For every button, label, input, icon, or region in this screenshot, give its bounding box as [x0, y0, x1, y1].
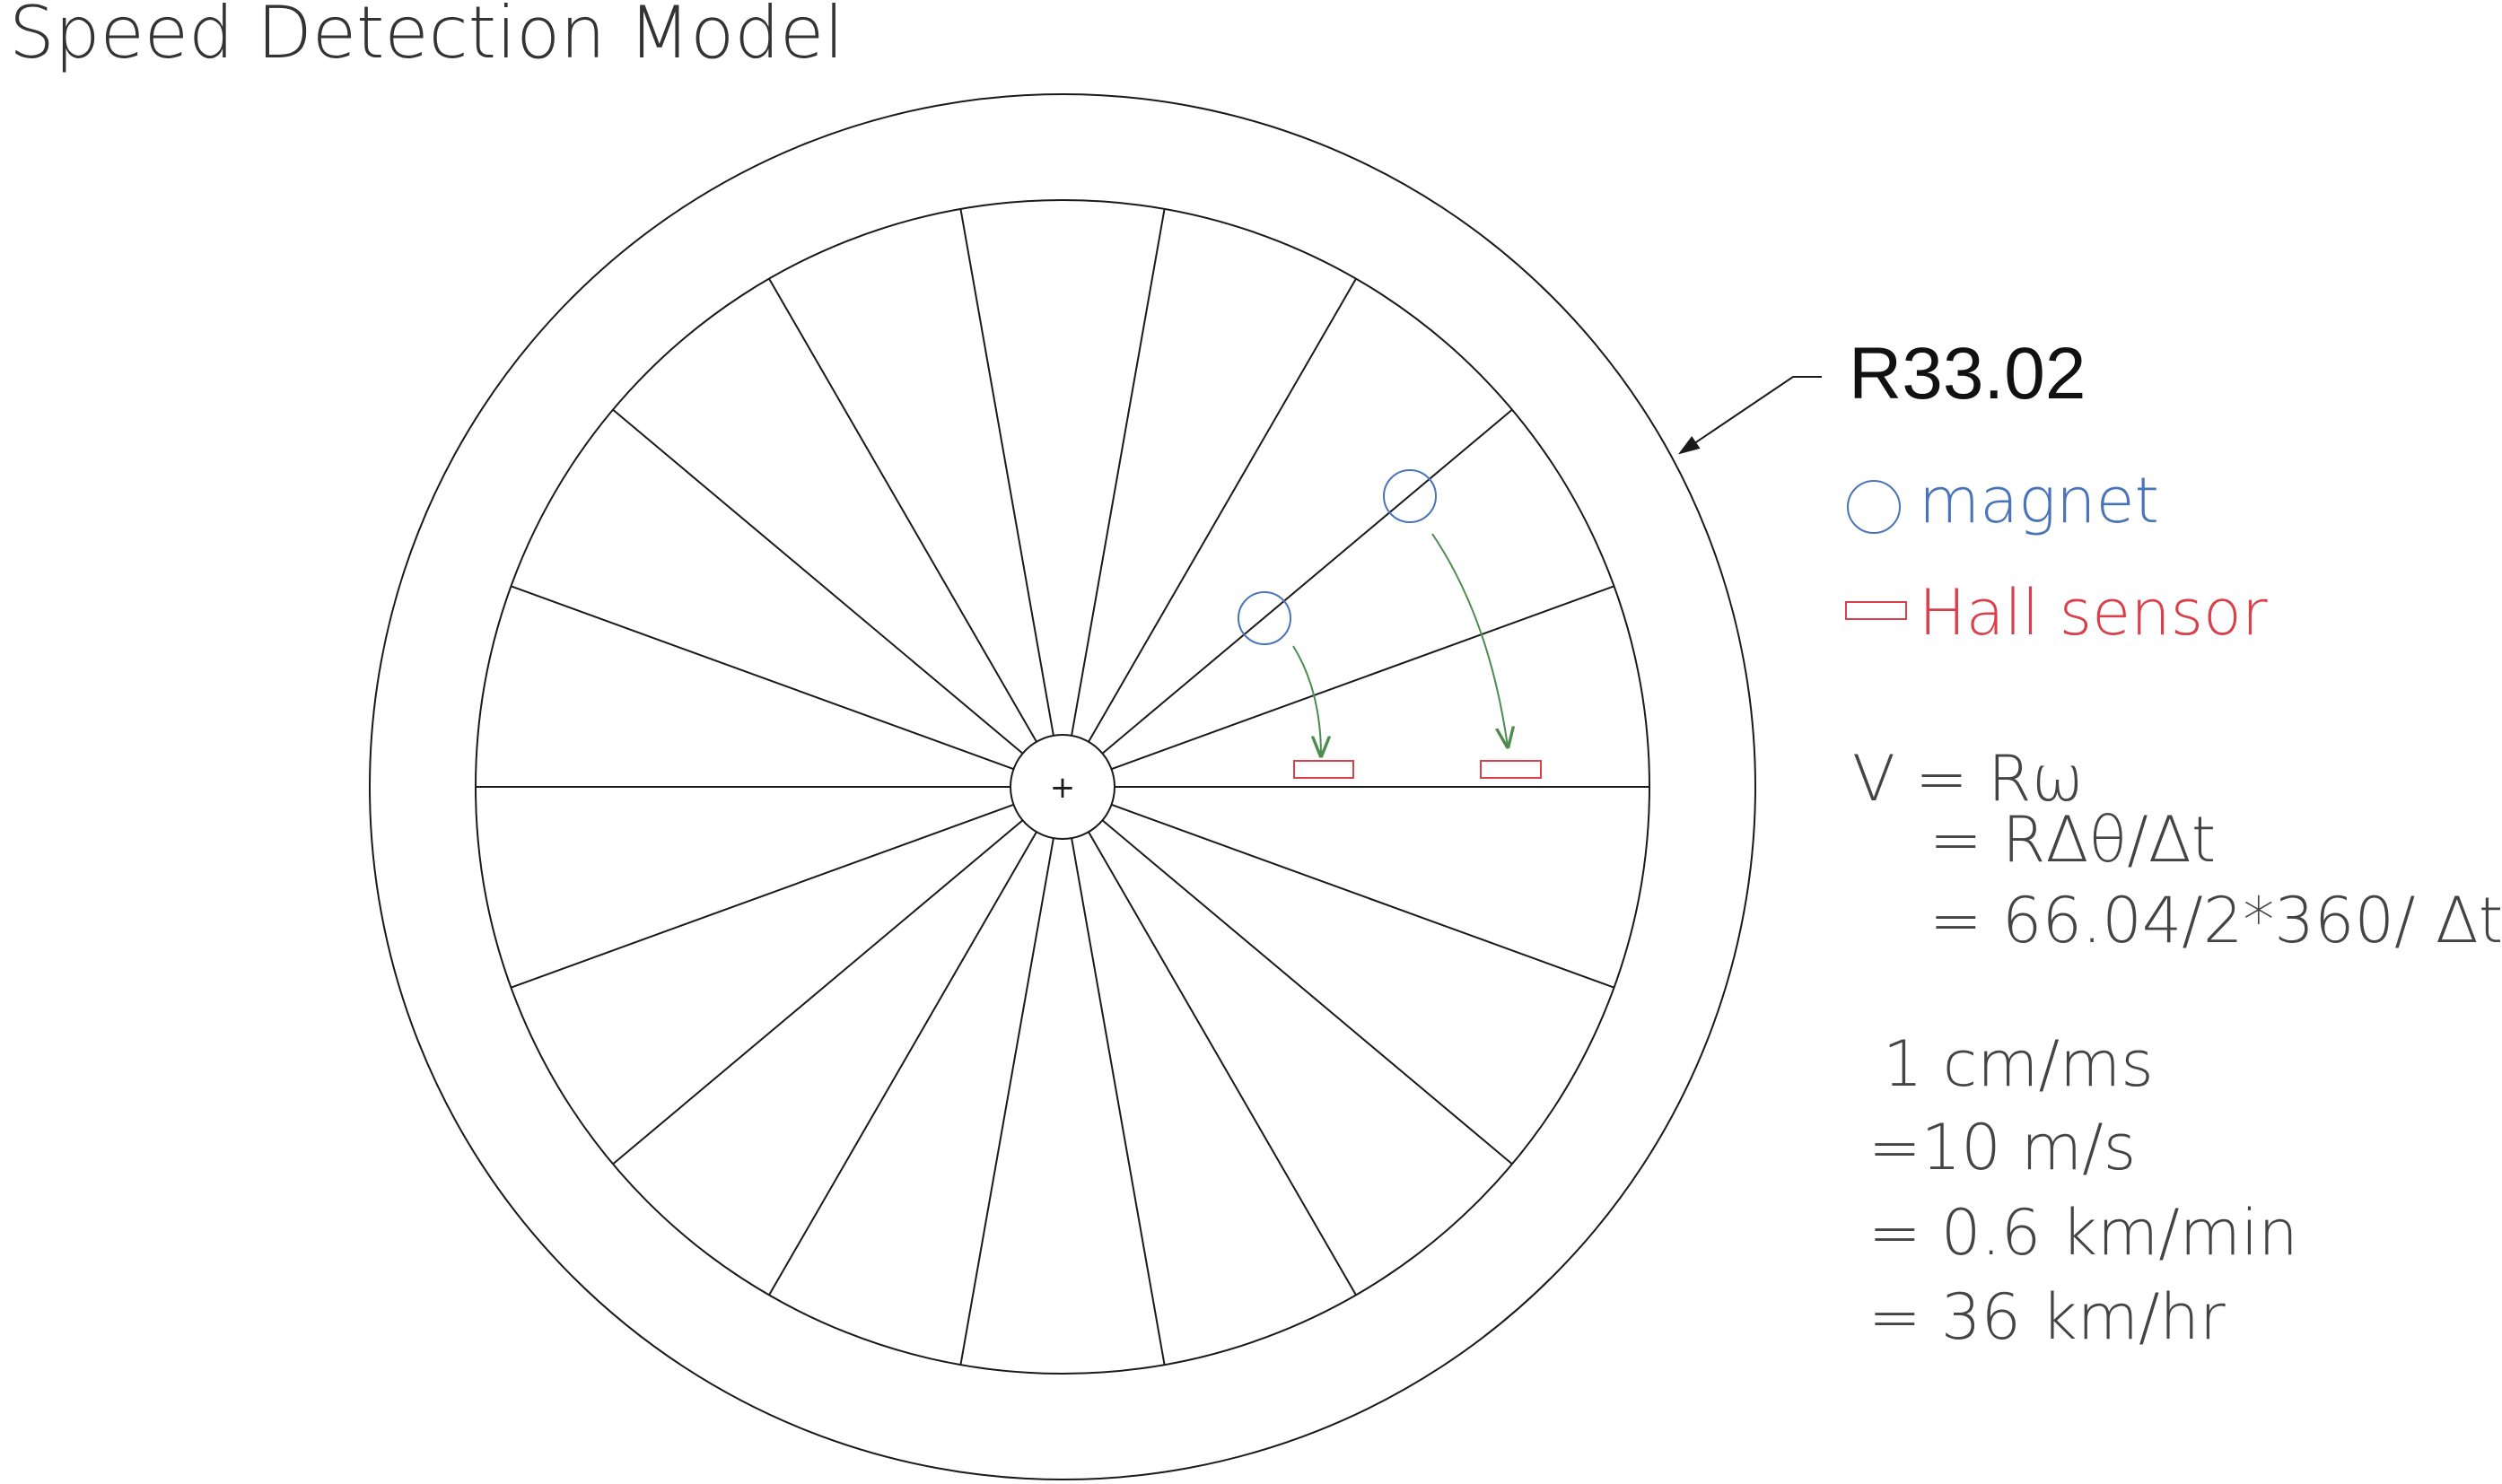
wheel-spoke	[1101, 819, 1513, 1165]
wheel-spoke	[1088, 278, 1357, 743]
wheel-outer-rim	[369, 93, 1756, 1480]
wheel-spoke	[1111, 803, 1614, 989]
drawing-title: Speed Detection Model	[9, 0, 844, 74]
wheel-hub	[1010, 734, 1115, 840]
legend-magnet-label: magnet	[1919, 464, 2159, 537]
wheel-spoke	[511, 803, 1014, 989]
conversion-line-3: = 0.6 km/min	[1868, 1196, 2298, 1270]
wheel-spoke	[959, 837, 1054, 1366]
wheel-spokes	[476, 208, 1649, 1366]
radius-dimension-label: R33.02	[1849, 333, 2086, 415]
legend-magnet-icon	[1847, 480, 1901, 534]
formula-line-2: = RΔθ/Δt	[1929, 803, 2216, 877]
wheel-spoke	[612, 408, 1024, 755]
hall-sensor-inner	[1293, 760, 1354, 779]
wheel-spoke	[612, 819, 1024, 1165]
magnet-outer	[1383, 469, 1437, 523]
wheel-spoke	[768, 831, 1037, 1296]
wheel-spoke	[1088, 831, 1357, 1296]
wheel-spoke	[959, 208, 1054, 737]
conversion-line-4: = 36 km/hr	[1868, 1280, 2226, 1354]
rotation-arrow-inner	[1292, 645, 1321, 755]
wheel-spoke	[768, 278, 1037, 743]
wheel-spoke	[1071, 208, 1166, 737]
wheel-spoke	[1101, 408, 1513, 755]
legend-hall-sensor-label: Hall sensor	[1919, 576, 2268, 650]
radius-leader-line	[1678, 376, 1822, 455]
conversion-line-2: =10 m/s	[1868, 1111, 2136, 1184]
magnet-inner	[1238, 591, 1291, 645]
hall-sensor-outer	[1480, 760, 1542, 779]
wheel-spoke	[1071, 837, 1166, 1366]
formula-line-3: = 66.04/2*360/ Δt	[1929, 884, 2502, 957]
hub-center-mark: +	[1050, 770, 1076, 806]
conversion-line-1: 1 cm/ms	[1883, 1027, 2154, 1101]
legend-hall-sensor-icon	[1845, 601, 1907, 620]
wheel-spoke	[511, 585, 1014, 771]
formula-line-1: V = Rω	[1852, 742, 2084, 816]
wheel-spoke	[1111, 585, 1614, 771]
rotation-arrow-outer	[1431, 533, 1508, 746]
